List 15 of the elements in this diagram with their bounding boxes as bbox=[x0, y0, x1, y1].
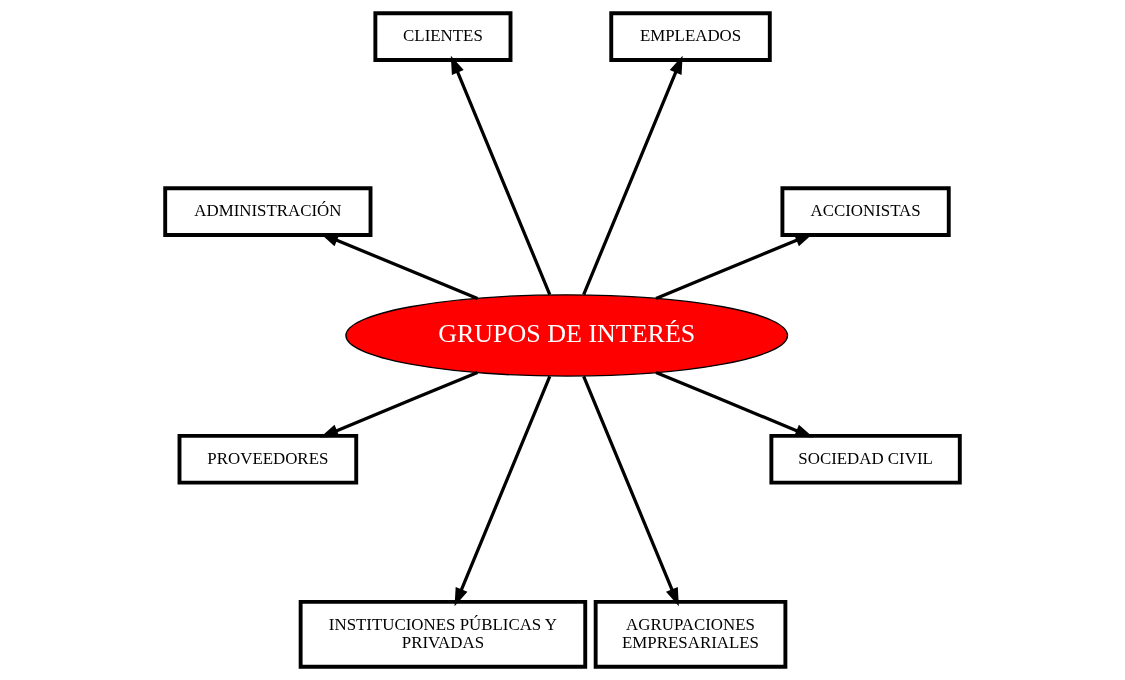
arrow bbox=[582, 375, 679, 607]
arrow bbox=[655, 370, 814, 438]
arrow bbox=[450, 55, 552, 296]
arrow bbox=[320, 370, 479, 438]
arrow bbox=[582, 55, 683, 296]
arrow bbox=[454, 375, 552, 607]
node-box: AGRUPACIONES EMPRESARIALES bbox=[593, 599, 788, 669]
node-box: ADMINISTRACIÓN bbox=[163, 186, 373, 237]
node-ellipse: GRUPOS DE INTERÉS bbox=[345, 294, 789, 377]
node-box: INSTITUCIONES PÚBLICAS Y PRIVADAS bbox=[298, 599, 588, 669]
node-box: ACCIONISTAS bbox=[780, 186, 951, 237]
node-box: CLIENTES bbox=[373, 11, 513, 62]
node-box: SOCIEDAD CIVIL bbox=[769, 433, 962, 485]
node-box: PROVEEDORES bbox=[177, 433, 359, 485]
node-box: EMPLEADOS bbox=[609, 11, 772, 62]
